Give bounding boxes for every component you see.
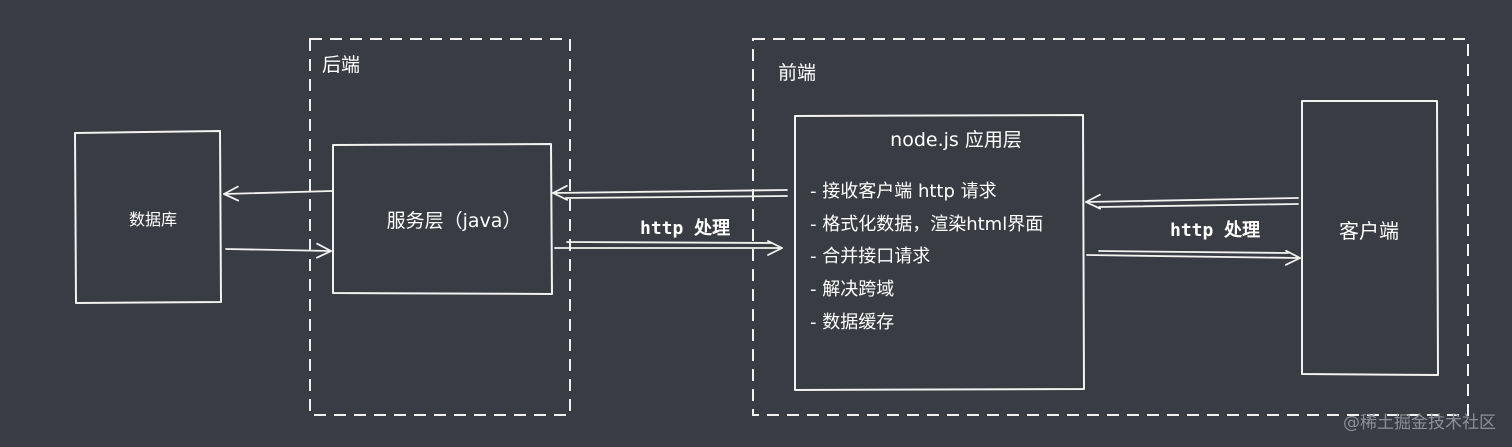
arrow-client-to-node: [1085, 193, 1299, 210]
backend-group-label: 后端: [322, 54, 360, 76]
arrow-node-to-service: [552, 184, 788, 201]
node-layer-node: node.js 应用层 - 接收客户端 http 请求 - 格式化数据，渲染ht…: [794, 114, 1085, 391]
node-layer-item: - 接收客户端 http 请求: [810, 181, 997, 202]
arrows-client-node: http 处理: [1085, 193, 1301, 266]
database-node: 数据库: [74, 130, 222, 304]
arrow-client-to-node-double: [1098, 203, 1299, 208]
arrow-service-to-node-double: [566, 241, 773, 244]
arrows-service-database: [223, 185, 333, 259]
node-layer-item: - 解决跨域: [810, 279, 894, 300]
edge-label-service-node: http 处理: [640, 217, 730, 239]
arrow-service-to-database: [223, 185, 333, 202]
client-node: 客户端: [1301, 100, 1439, 376]
node-layer-item: - 数据缓存: [810, 312, 894, 333]
frontend-group-label: 前端: [778, 62, 816, 84]
service-layer-box: [332, 143, 553, 295]
watermark-text: @稀土掘金技术社区: [1343, 413, 1496, 433]
database-box: [74, 130, 222, 304]
node-layer-item: - 合并接口请求: [810, 246, 930, 267]
database-label: 数据库: [129, 210, 177, 229]
arrow-node-to-client: [1086, 249, 1301, 266]
frontend-group-border: [752, 38, 1469, 416]
edge-label-node-client: http 处理: [1170, 219, 1260, 241]
backend-group-border: [309, 38, 571, 416]
arrow-node-to-client-double: [1098, 250, 1289, 254]
arrow-node-to-service-double: [565, 195, 788, 199]
node-layer-item: - 格式化数据，渲染html界面: [810, 214, 1043, 235]
node-layer-title: node.js 应用层: [890, 129, 1022, 151]
arrow-database-to-service: [225, 242, 332, 259]
backend-group: 后端: [309, 38, 571, 416]
client-box: [1301, 100, 1439, 376]
node-layer-items: - 接收客户端 http 请求 - 格式化数据，渲染html界面 - 合并接口请…: [810, 181, 1043, 333]
service-layer-node: 服务层（java）: [332, 143, 553, 295]
service-layer-label: 服务层（java）: [387, 210, 522, 232]
frontend-group: 前端: [752, 38, 1469, 416]
arrows-node-service: http 处理: [552, 184, 788, 256]
node-layer-box: [794, 114, 1085, 391]
client-label: 客户端: [1339, 219, 1399, 243]
